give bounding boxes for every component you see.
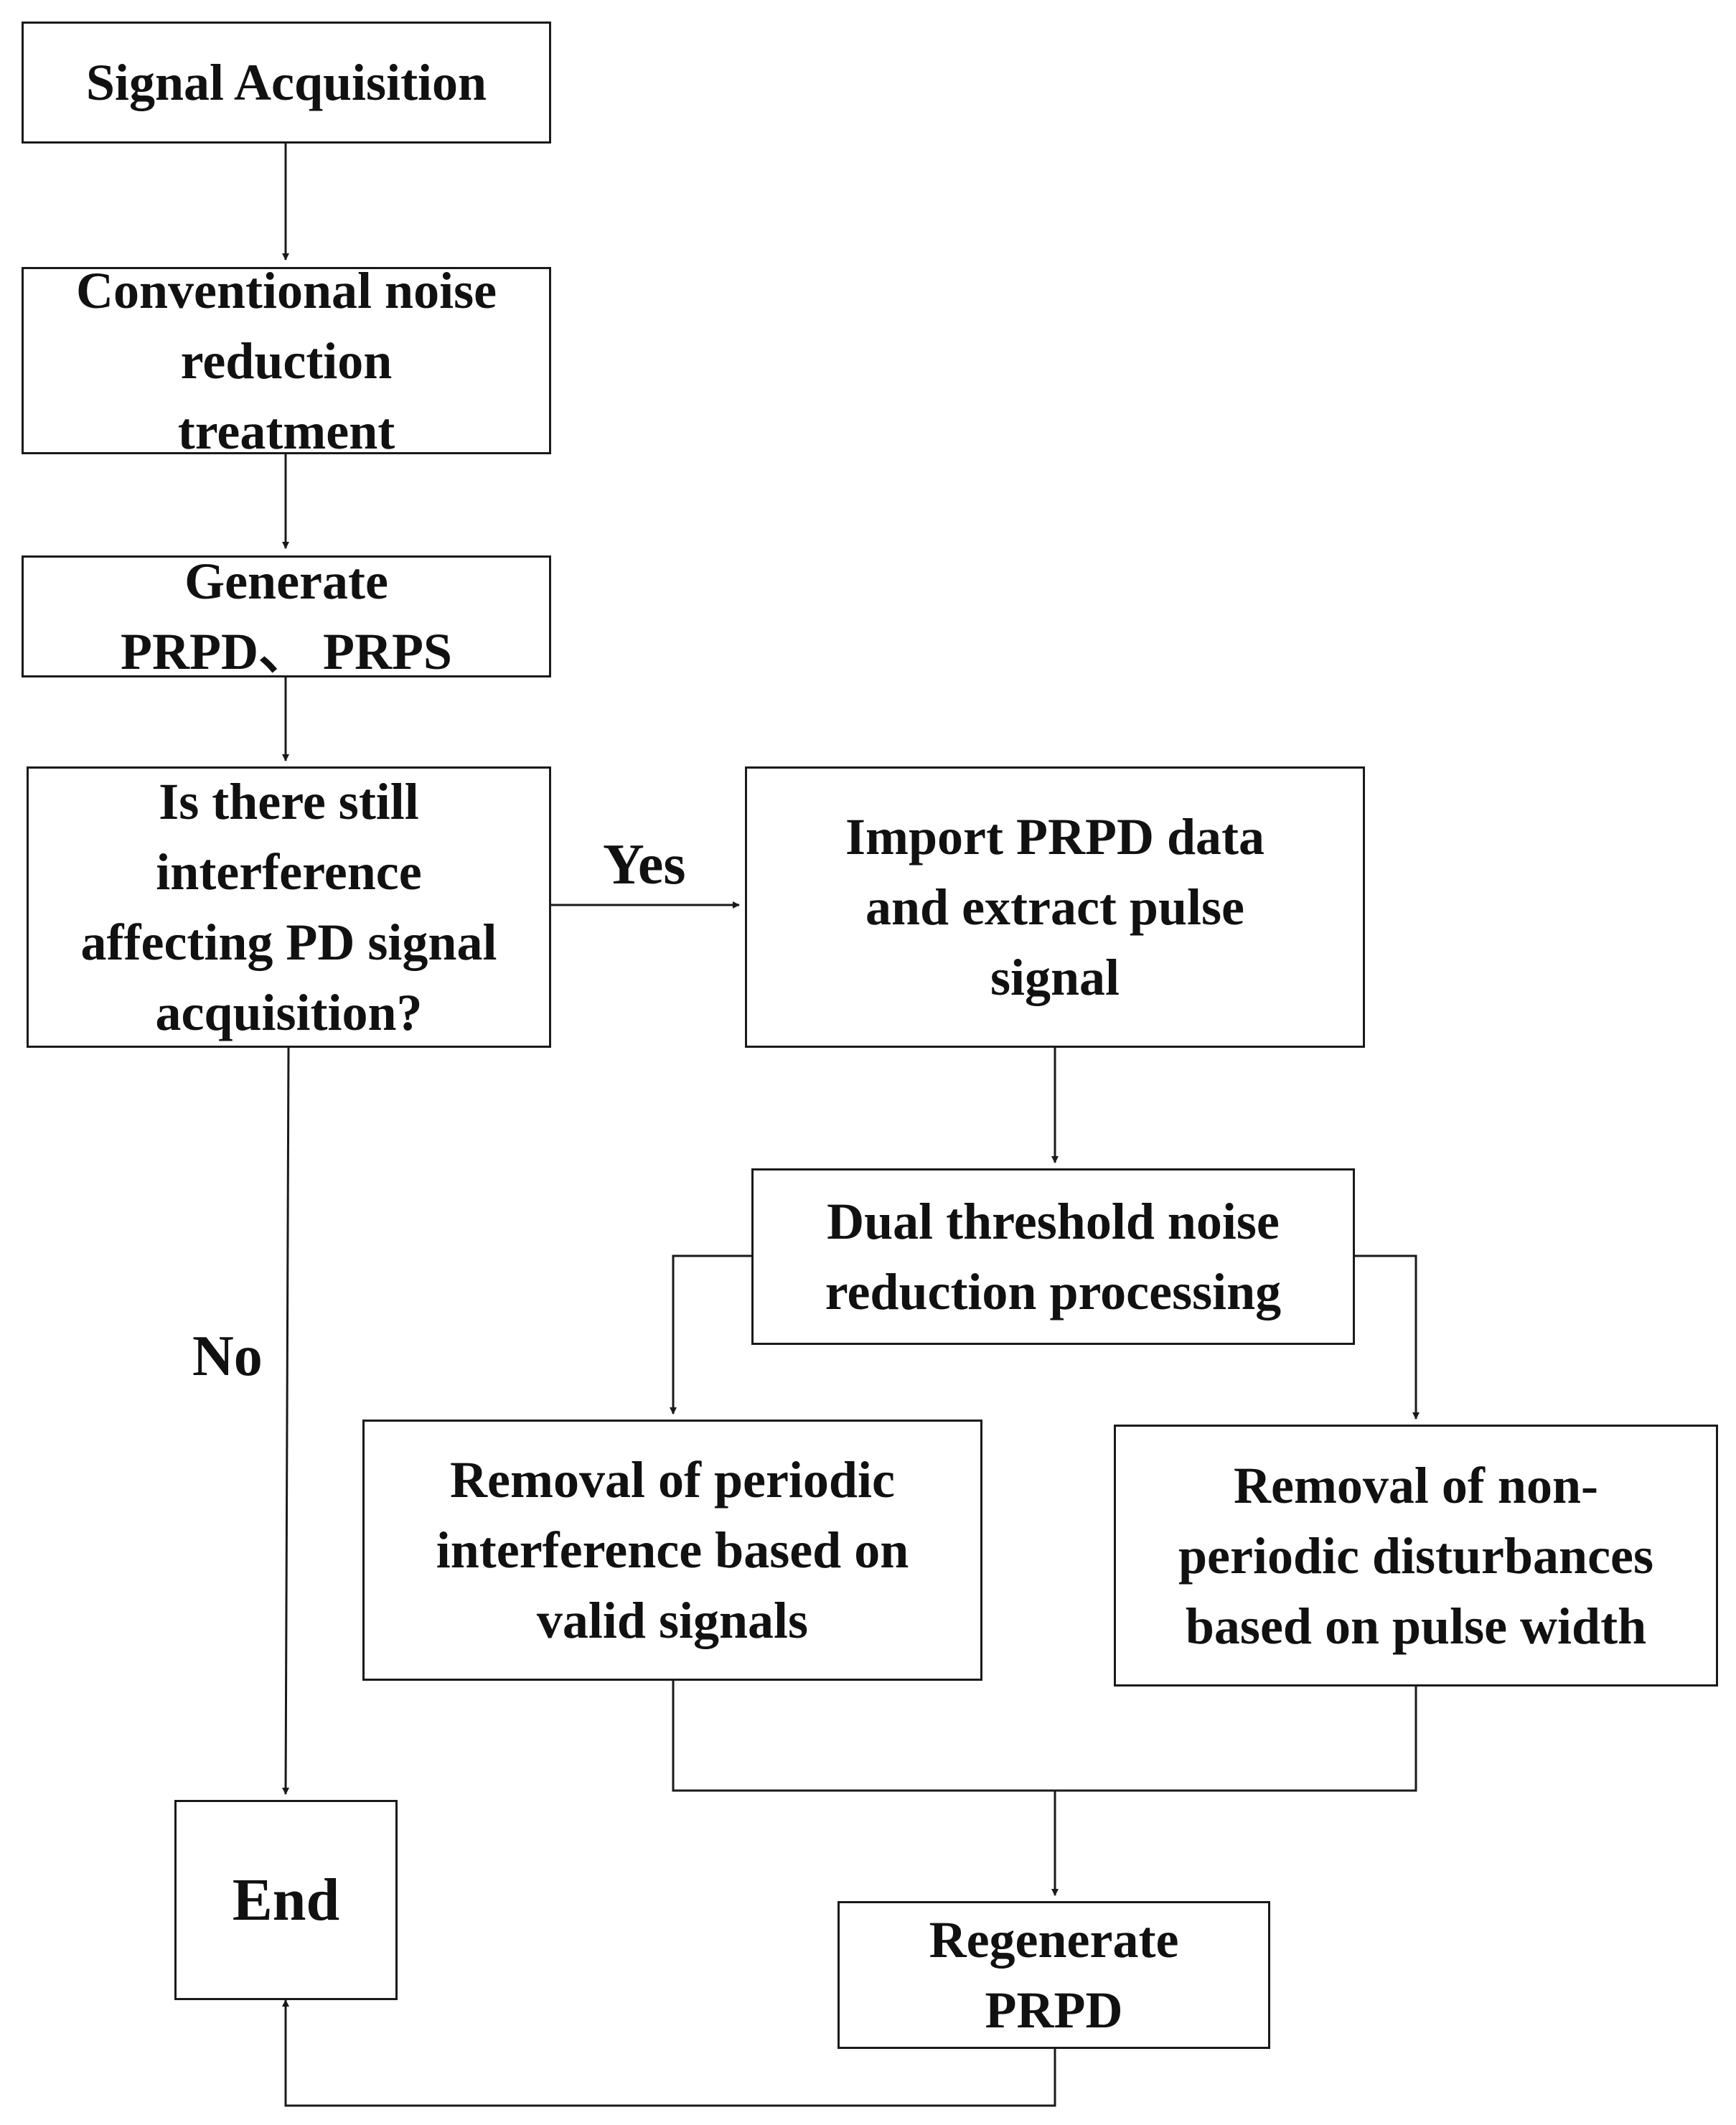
regenerate-text: Regenerate PRPD (929, 1911, 1179, 2039)
signal-acquisition-box: Signal Acquisition (22, 22, 551, 144)
conventional-noise-box: Conventional noise reduction treatment (22, 262, 551, 460)
dual-threshold-box: Dual threshold noise reduction processin… (751, 1168, 1355, 1345)
arrow-regenerate-to-end (282, 1999, 1056, 2107)
dual-threshold-text: Dual threshold noise reduction processin… (825, 1193, 1282, 1320)
decision-text: Is there still interference affecting PD… (80, 773, 497, 1041)
no-label: No (192, 1325, 263, 1388)
arrow-dual-to-periodic (670, 1254, 751, 1415)
generate-box: Generate PRPD、 PRPS (22, 553, 551, 680)
yes-label: Yes (603, 833, 686, 896)
arrow-decision-to-end (282, 1047, 290, 1795)
end-box: End (174, 1800, 398, 2000)
import-prpd-box: Import PRPD data and extract pulse signa… (745, 766, 1365, 1048)
generate-text: Generate PRPD、 PRPS (121, 553, 452, 680)
import-prpd-text: Import PRPD data and extract pulse signa… (845, 808, 1265, 1006)
removal-nonperiodic-box: Removal of non- periodic disturbances ba… (1114, 1425, 1718, 1687)
removal-periodic-box: Removal of periodic interference based o… (362, 1420, 982, 1681)
removal-periodic-text: Removal of periodic interference based o… (436, 1451, 909, 1649)
end-text: End (232, 1866, 340, 1933)
decision-box: Is there still interference affecting PD… (27, 766, 551, 1048)
signal-acquisition-text: Signal Acquisition (85, 54, 487, 111)
arrow-dual-to-nonperiodic (1355, 1254, 1420, 1420)
conventional-noise-text: Conventional noise reduction treatment (75, 261, 497, 460)
regenerate-box: Regenerate PRPD (837, 1901, 1270, 2049)
removal-nonperiodic-text: Removal of non- periodic disturbances ba… (1178, 1456, 1654, 1655)
connector-periodic-merge (672, 1681, 1417, 1792)
